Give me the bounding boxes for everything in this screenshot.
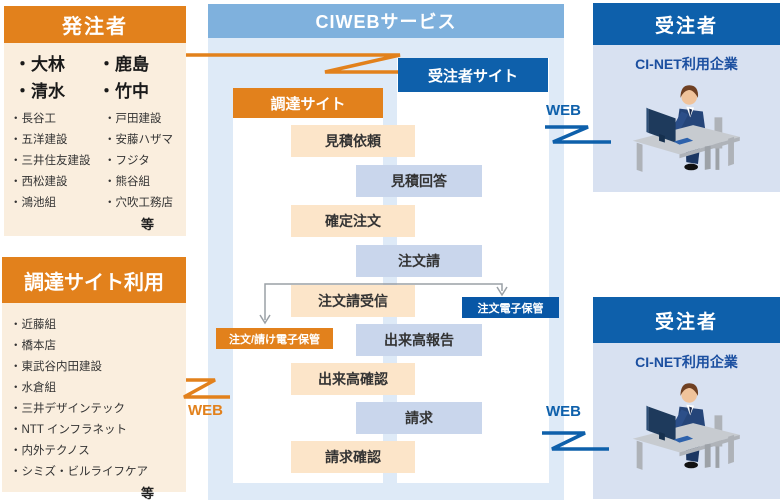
cinet-company-label: CI-NET利用企業 <box>635 354 738 370</box>
member-item: ・橋本店 <box>10 340 56 352</box>
member-item: ・内外テクノス <box>10 445 90 457</box>
bullet: ・ <box>10 319 22 331</box>
web-label-bottom-right: WEB <box>546 403 581 420</box>
member-item: ・西松建設 <box>10 176 68 188</box>
web-label-bottom-left: WEB <box>188 402 223 419</box>
orderer-panel-title: 発注者 <box>4 6 186 43</box>
flow-step-progress-report: 出来高報告 <box>356 324 482 356</box>
procurement-users-panel: 調達サイト利用 ・近藤組 ・橋本店 ・東武谷内田建設 ・水倉組 ・三井デザインテ… <box>2 257 186 501</box>
bullet: ・ <box>10 134 22 146</box>
member-item: ・鹿島 <box>98 55 149 74</box>
bullet: ・ <box>98 82 115 101</box>
contractor-panel-top: 受注者 CI-NET利用企業 <box>593 3 780 192</box>
etc-label: 等 <box>140 217 154 232</box>
bullet: ・ <box>10 340 22 352</box>
contractor-panel-title: 受注者 <box>593 297 780 343</box>
order-acceptance-archive-badge: 注文/請け電子保管 <box>216 328 333 349</box>
bullet: ・ <box>14 82 31 101</box>
member-item: ・シミズ・ビルライフケア <box>10 466 148 478</box>
bullet: ・ <box>10 176 22 188</box>
ciweb-service-title: CIWEBサービス <box>208 4 564 38</box>
flow-step-confirmed-order: 確定注文 <box>291 205 415 237</box>
flow-step-invoice: 請求 <box>356 402 482 434</box>
procurement-users-title: 調達サイト利用 <box>2 257 186 303</box>
member-item: ・大林 <box>14 55 65 74</box>
bullet: ・ <box>10 382 22 394</box>
bullet: ・ <box>10 155 22 167</box>
flow-step-progress-confirm: 出来高確認 <box>291 363 415 395</box>
member-item: ・水倉組 <box>10 382 56 394</box>
bullet: ・ <box>104 155 116 167</box>
bullet: ・ <box>10 445 22 457</box>
flow-step-quote-reply: 見積回答 <box>356 165 482 197</box>
flow-step-acceptance-received: 注文請受信 <box>291 285 415 317</box>
bullet: ・ <box>104 134 116 146</box>
bullet: ・ <box>14 55 31 74</box>
flow-step-quote-request: 見積依頼 <box>291 125 415 157</box>
orderer-panel: 発注者 ・大林 ・鹿島 ・清水 ・竹中 ・長谷工 ・戸田建設 ・五洋建設 ・安藤… <box>4 6 186 236</box>
bullet: ・ <box>104 197 116 209</box>
ciweb-service-panel: CIWEBサービス 調達サイト 受注者サイト 見積依頼 見積回答 確定注文 注文… <box>208 4 564 500</box>
member-item: ・NTT インフラネット <box>10 424 127 436</box>
member-item: ・三井デザインテック <box>10 403 125 415</box>
orderer-members: ・長谷工 ・戸田建設 ・五洋建設 ・安藤ハザマ ・三井住友建設 ・フジタ ・西松… <box>4 107 186 214</box>
procurement-site-box: 調達サイト <box>233 88 383 118</box>
order-archive-badge: 注文電子保管 <box>462 297 559 318</box>
worker-illustration <box>632 85 740 172</box>
bullet: ・ <box>10 424 22 436</box>
worker-illustration <box>632 383 740 470</box>
member-item: ・清水 <box>14 82 65 101</box>
member-item: ・穴吹工務店 <box>104 197 173 209</box>
contractor-panel-title: 受注者 <box>593 3 780 45</box>
bullet: ・ <box>10 113 22 125</box>
member-item: ・竹中 <box>98 82 149 101</box>
member-item: ・鴻池組 <box>10 197 56 209</box>
orderer-major-members: ・大林 ・鹿島 ・清水 ・竹中 <box>4 43 186 107</box>
etc-label: 等 <box>140 486 154 501</box>
cinet-company-label: CI-NET利用企業 <box>635 56 738 72</box>
member-item: ・五洋建設 <box>10 134 68 146</box>
bullet: ・ <box>10 403 22 415</box>
member-item: ・フジタ <box>104 155 150 167</box>
member-item: ・熊谷組 <box>104 176 150 188</box>
bullet: ・ <box>98 55 115 74</box>
member-item: ・長谷工 <box>10 113 56 125</box>
bullet: ・ <box>104 176 116 188</box>
member-item: ・三井住友建設 <box>10 155 91 167</box>
member-item: ・東武谷内田建設 <box>10 361 102 373</box>
bullet: ・ <box>10 466 22 478</box>
member-item: ・近藤組 <box>10 319 56 331</box>
flow-step-invoice-confirm: 請求確認 <box>291 441 415 473</box>
flow-step-order-acceptance: 注文請 <box>356 245 482 277</box>
web-label-top-right: WEB <box>546 102 581 119</box>
member-item: ・戸田建設 <box>104 113 162 125</box>
bullet: ・ <box>10 197 22 209</box>
bullet: ・ <box>104 113 116 125</box>
contractor-panel-bottom: 受注者 CI-NET利用企業 <box>593 297 780 499</box>
bullet: ・ <box>10 361 22 373</box>
member-item: ・安藤ハザマ <box>104 134 173 146</box>
procurement-users-list: ・近藤組 ・橋本店 ・東武谷内田建設 ・水倉組 ・三井デザインテック ・NTT … <box>2 303 186 483</box>
contractor-site-box: 受注者サイト <box>398 58 548 92</box>
